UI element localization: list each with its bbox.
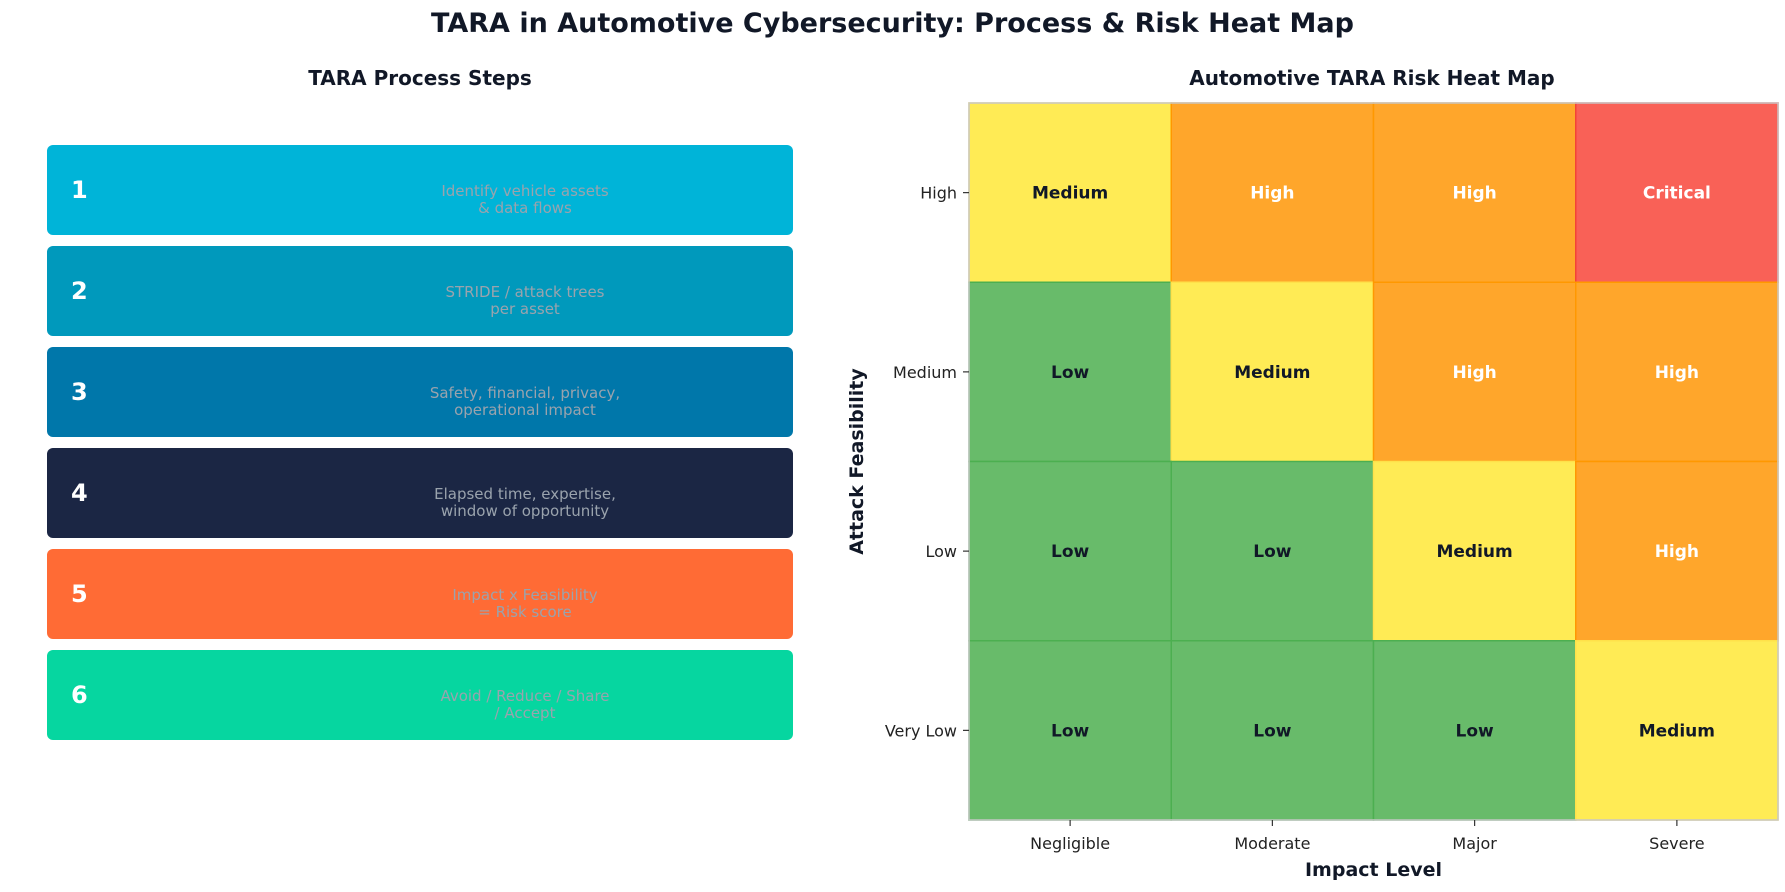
heatmap-cell-label: High: [1655, 542, 1699, 562]
heatmap-cell-label: High: [1452, 184, 1496, 204]
heatmap-frame: [968, 102, 1779, 821]
step-description: Safety, financial, privacy, operational …: [429, 384, 621, 419]
heatmap-cell-high-moderate: [1170, 102, 1375, 283]
y-axis-label: Attack Feasibility: [846, 368, 868, 555]
heatmap-cell-label: Low: [1051, 721, 1090, 741]
x-tick-label: Moderate: [1234, 834, 1310, 853]
heatmap-cell-medium-moderate: [1170, 281, 1375, 463]
step-description: Elapsed time, expertise, window of oppor…: [434, 485, 616, 520]
y-tick-label: Low: [925, 542, 957, 561]
y-tick-label: Very Low: [885, 721, 957, 740]
heatmap-cell-high-negligible: [968, 102, 1172, 283]
x-tick-label: Major: [1452, 834, 1497, 853]
heatmap-cell-low-negligible: [968, 460, 1172, 642]
step-description: Impact x Feasibility = Risk score: [452, 586, 598, 621]
steps-panel-title: TARA Process Steps: [308, 66, 532, 90]
main-title: TARA in Automotive Cybersecurity: Proces…: [431, 8, 1354, 39]
heatmap-cell-label: High: [1655, 363, 1699, 383]
heatmap-cell-very-low-negligible: [968, 640, 1172, 821]
step-description: Identify vehicle assets & data flows: [441, 182, 609, 217]
step-number: 3: [71, 378, 88, 406]
heatmap-cell-label: Low: [1051, 542, 1090, 562]
process-step-1: 1 Identify vehicle assets & data flows: [47, 145, 793, 235]
heatmap-cell-label: Low: [1253, 721, 1292, 741]
step-number: 1: [71, 176, 88, 204]
x-tick-label: Negligible: [1030, 834, 1110, 853]
heatmap-cell-label: Medium: [1032, 184, 1108, 204]
x-tick-label: Severe: [1649, 834, 1704, 853]
process-step-2: 2 STRIDE / attack trees per asset: [47, 246, 793, 336]
heatmap-cell-label: Medium: [1436, 542, 1512, 562]
heatmap-title: Automotive TARA Risk Heat Map: [1189, 66, 1555, 90]
step-description: STRIDE / attack trees per asset: [445, 283, 605, 318]
heatmap-cell-label: Medium: [1639, 721, 1715, 741]
process-step-6: 6 Avoid / Reduce / Share / Accept: [47, 650, 793, 740]
heatmap-cell-label: Critical: [1643, 184, 1711, 204]
heatmap-cell-label: High: [1452, 363, 1496, 383]
heatmap-cell-label: Medium: [1234, 363, 1310, 383]
step-description: Avoid / Reduce / Share / Accept: [440, 687, 610, 722]
heatmap-cell-label: Low: [1051, 363, 1090, 383]
heatmap-cell-label: Low: [1456, 721, 1495, 741]
heatmap-cell-high-major: [1372, 102, 1577, 283]
step-number: 2: [71, 277, 88, 305]
heatmap-cell-very-low-moderate: [1170, 640, 1375, 821]
step-number: 4: [71, 479, 88, 507]
y-tick-label: High: [920, 184, 957, 203]
heatmap-cell-label: High: [1250, 184, 1294, 204]
process-steps-list: 1 Identify vehicle assets & data flows 2…: [47, 145, 793, 751]
heatmap-cell-label: Low: [1253, 542, 1292, 562]
process-step-3: 3 Safety, financial, privacy, operationa…: [47, 347, 793, 437]
heatmap-cell-low-major: [1372, 460, 1577, 642]
x-axis-label: Impact Level: [1305, 859, 1442, 881]
step-number: 6: [71, 681, 88, 709]
process-step-5: 5 Impact x Feasibility = Risk score: [47, 549, 793, 639]
heatmap-cell-high-severe: [1575, 102, 1779, 283]
y-tick-label: Medium: [893, 363, 957, 382]
step-number: 5: [71, 580, 88, 608]
heatmap-cell-very-low-major: [1372, 640, 1577, 821]
process-step-4: 4 Elapsed time, expertise, window of opp…: [47, 448, 793, 538]
